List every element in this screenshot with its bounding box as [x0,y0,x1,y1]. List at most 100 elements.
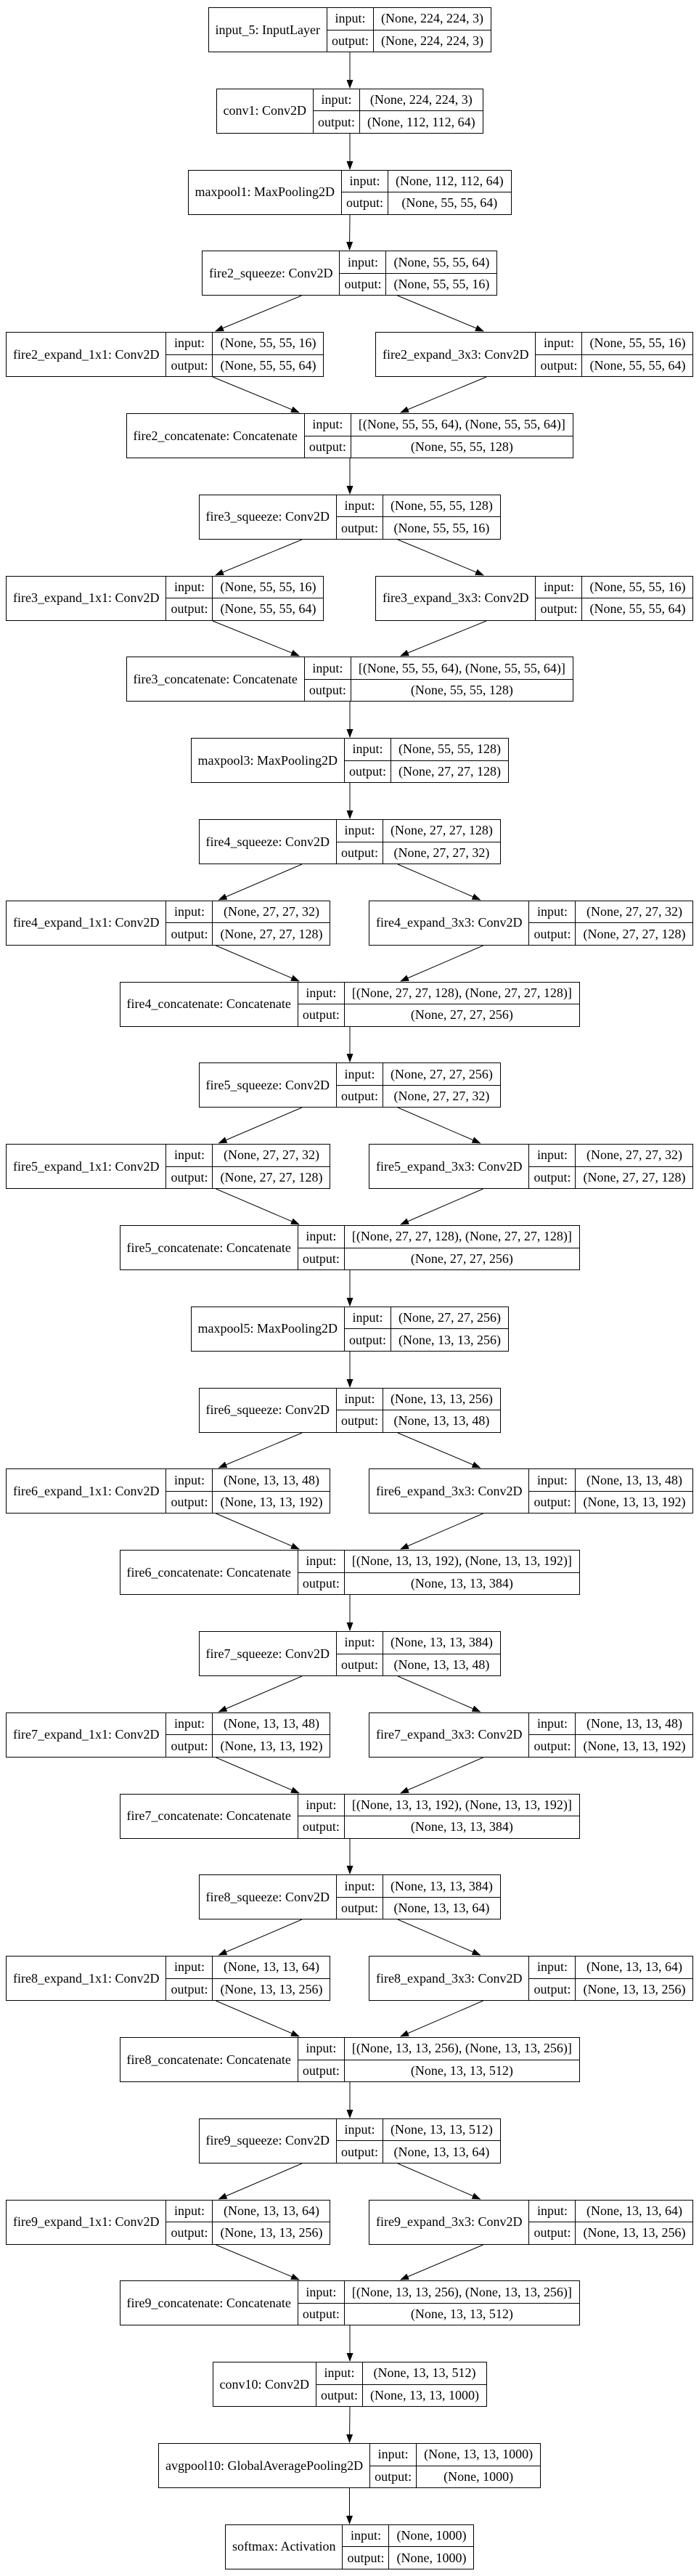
layer-name: fire9_concatenate: Concatenate [120,2281,298,2325]
edge-arrow [397,1919,481,1956]
output-shape: (None, 13, 13, 512) [410,2307,513,2322]
output-label: output: [370,2466,417,2487]
input-label: input: [298,1794,345,1816]
output-label: output: [337,1897,383,1919]
layer-name: fire7_concatenate: Concatenate [120,1794,298,1838]
input-shape: (None, 13, 13, 384) [390,1635,493,1650]
edge-arrow [216,1513,300,1550]
edge-arrow [218,1675,303,1712]
output-shape: (None, 13, 13, 384) [410,1575,513,1590]
layer-name: avgpool10: GlobalAveragePooling2D [159,2444,371,2487]
input-shape: (None, 13, 13, 48) [586,1716,682,1731]
edge-arrow [215,539,303,576]
edge-arrow [218,864,303,901]
output-label: output: [337,1085,383,1108]
input-label: input: [529,1712,576,1735]
input-shape: (None, 112, 112, 64) [396,173,504,188]
input-label: input: [337,2118,383,2141]
output-label: output: [298,1572,345,1595]
input-label: input: [337,820,383,842]
io-table: input:(None, 55, 55, 128)output:(None, 5… [336,495,500,539]
layer-name: fire6_expand_3x3: Conv2D [369,1469,530,1513]
layer-name: fire4_squeeze: Conv2D [200,820,337,864]
input-shape: [(None, 27, 27, 128), (None, 27, 27, 128… [351,985,572,1000]
output-shape: (None, 55, 55, 16) [393,277,490,292]
output-label: output: [166,598,213,620]
input-shape: (None, 55, 55, 16) [220,336,316,351]
edge-arrow [400,620,487,657]
edge-arrow [400,945,483,982]
input-shape: [(None, 13, 13, 192), (None, 13, 13, 192… [351,1553,572,1569]
output-shape: (None, 55, 55, 64) [220,601,316,617]
io-table: input:(None, 27, 27, 32)output:(None, 27… [166,901,330,945]
layer-name: fire5_expand_1x1: Conv2D [7,1145,167,1189]
io-table: input:(None, 13, 13, 1000)output:(None, … [370,2444,541,2487]
output-shape: (None, 27, 27, 32) [393,1089,490,1104]
layer-name: softmax: Activation [226,2524,343,2569]
input-label: input: [298,982,345,1004]
io-table: input:(None, 13, 13, 48)output:(None, 13… [166,1469,330,1513]
edge-arrow [400,376,487,413]
output-shape: (None, 13, 13, 256) [583,2225,686,2240]
output-shape: (None, 27, 27, 32) [393,845,490,860]
edge-arrow [400,1188,483,1225]
output-shape: (None, 13, 13, 192) [583,1495,686,1510]
output-shape: (None, 1000) [396,2550,467,2565]
io-table: input:(None, 13, 13, 64)output:(None, 13… [529,1957,693,2001]
output-label: output: [316,2384,363,2407]
io-table: input:(None, 27, 27, 128)output:(None, 2… [336,820,500,864]
input-shape: (None, 13, 13, 512) [390,2122,493,2137]
io-table: input:(None, 55, 55, 16)output:(None, 55… [536,576,693,620]
io-table: input:(None, 13, 13, 512)output:(None, 1… [336,2118,500,2163]
layer-name: fire7_squeeze: Conv2D [200,1632,337,1675]
input-shape: (None, 13, 13, 64) [586,1959,682,1975]
input-shape: [(None, 27, 27, 128), (None, 27, 27, 128… [351,1229,572,1244]
input-label: input: [166,2200,213,2222]
output-label: output: [529,1491,576,1513]
io-table: input:(None, 112, 112, 64)output:(None, … [342,170,511,214]
layer-name: fire6_squeeze: Conv2D [200,1388,337,1432]
input-label: input: [166,1145,213,1166]
io-table: input:(None, 55, 55, 16)output:(None, 55… [166,333,324,377]
input-shape: (None, 13, 13, 64) [223,2203,319,2218]
output-shape: (None, 13, 13, 48) [393,1657,490,1672]
output-label: output: [166,2222,213,2244]
input-shape: [(None, 13, 13, 192), (None, 13, 13, 192… [351,1797,572,1812]
input-label: input: [529,1469,576,1491]
output-shape: (None, 27, 27, 256) [410,1007,513,1023]
input-shape: (None, 55, 55, 16) [589,579,686,594]
layer-name: fire4_expand_3x3: Conv2D [369,901,530,945]
output-shape: (None, 27, 27, 128) [220,1169,323,1185]
output-label: output: [337,1654,383,1675]
output-label: output: [337,1410,383,1432]
input-label: input: [340,251,387,273]
output-shape: (None, 55, 55, 64) [401,195,498,211]
input-label: input: [370,2444,417,2466]
output-shape: (None, 13, 13, 256) [583,1981,686,1996]
layer-name: fire2_expand_3x3: Conv2D [376,333,536,377]
input-label: input: [327,8,374,30]
layer-name: fire5_concatenate: Concatenate [120,1226,298,1269]
layer-name: fire2_squeeze: Conv2D [203,251,340,296]
input-label: input: [345,739,391,760]
output-shape: (None, 13, 13, 192) [583,1738,686,1753]
input-label: input: [345,1307,391,1329]
input-shape: (None, 55, 55, 16) [220,579,316,594]
edge-arrow [216,1188,300,1225]
input-label: input: [536,333,583,354]
io-table: input:(None, 27, 27, 32)output:(None, 27… [529,1145,693,1189]
input-shape: (None, 13, 13, 48) [223,1716,319,1731]
